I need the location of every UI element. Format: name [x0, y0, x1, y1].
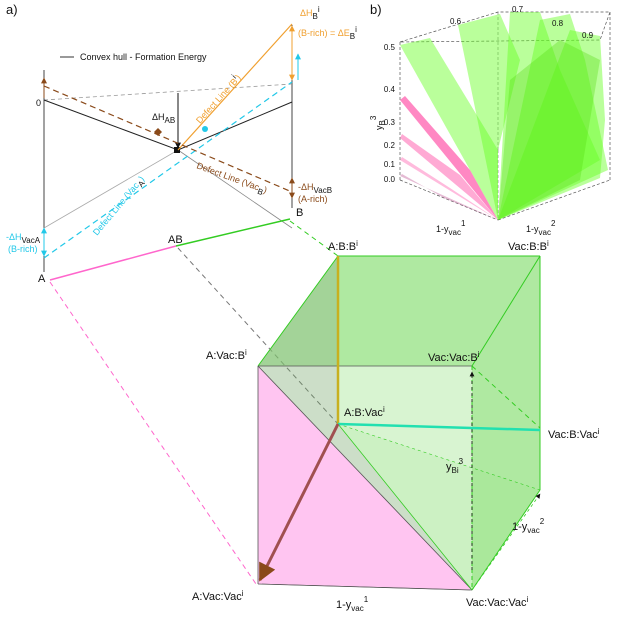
dh-vaca-label: -ΔHVacA: [6, 232, 41, 245]
projection-green-right: [471, 365, 541, 429]
delta-h-ab-label: ΔHAB: [152, 112, 175, 125]
reference-zero-line: [43, 83, 293, 101]
vertex-vacb-vac: Vac:B:Vaci: [548, 427, 600, 441]
tick-top-1: 0.7: [512, 5, 524, 14]
panel-b-xlabel1: 1-yvac1: [436, 219, 466, 237]
tick-left-0: 0.5: [384, 43, 396, 52]
cube-axis-x1-label: 1-yvac1: [336, 595, 369, 613]
defect-line-vaca: [43, 81, 293, 259]
panel-b-label: b): [370, 2, 382, 17]
defect-line-bi-label: Defect Line (Bi): [192, 71, 243, 126]
green-sheet-2: [458, 14, 520, 220]
dh-bi-rich-label: (B-rich) = ΔEBi: [298, 25, 357, 41]
vertex-ab-vac: A:B:Vaci: [344, 405, 385, 419]
vertex-avac-bi: A:Vac:Bi: [206, 348, 247, 362]
green-sheet-5: [498, 30, 605, 220]
edge-top-left: [257, 255, 339, 367]
pink-sheet-4: [400, 174, 498, 220]
panel-b-xlabel2: 1-yvac2: [526, 219, 556, 237]
green-sheet-4: [498, 14, 608, 220]
composition-cube: A:B:Bi Vac:B:Bi A:Vac:Bi Vac:Vac:Bi A:B:…: [192, 239, 600, 613]
legend-text: Convex hull - Formation Energy: [80, 52, 207, 62]
endpoint-b-label: B: [296, 207, 303, 219]
dh-vacb-rich-label: (A-rich): [298, 194, 328, 204]
edge-inner-diagonal: [337, 423, 473, 591]
cube-x1-line: [261, 583, 471, 591]
tick-left-1: 0.4: [384, 85, 396, 94]
composition-axis-green: [175, 218, 291, 247]
pink-sheet-3: [400, 157, 498, 220]
grey-line-left: [43, 149, 179, 229]
panel-b-ylabel: yB3: [369, 115, 387, 130]
ab-point: [174, 147, 180, 153]
tick-left-5: 0.0: [384, 175, 396, 184]
projection-pink: [49, 281, 257, 585]
dh-vacb-label: -ΔHVacB: [298, 182, 332, 195]
green-sheet-1: [400, 38, 498, 220]
edge-brown-diagonal: [258, 423, 340, 582]
vaca-point: [202, 126, 208, 132]
tick-top-3: 0.9: [582, 31, 594, 40]
zero-tick-label: 0: [36, 98, 41, 108]
vertex-vacb-bi: Vac:B:Bi: [508, 239, 549, 253]
tick-left-4: 0.1: [384, 160, 396, 169]
convex-hull-line: [43, 99, 293, 151]
cube-axis-x2-label: 1-yvac2: [512, 517, 545, 535]
panel-b-top-face: [399, 11, 611, 43]
defect-line-bi: [177, 23, 293, 151]
cube-face-right: [472, 256, 540, 590]
cube-face-top: [258, 256, 540, 366]
projection-green-top: [289, 220, 339, 257]
tick-top-0: 0.6: [450, 17, 462, 26]
edge-top-right: [471, 255, 541, 367]
cube-face-green-lower: [338, 424, 540, 590]
edge-teal-horizontal: [337, 422, 541, 432]
vertex-vacvac-bi: Vac:Vac:Bi: [428, 350, 480, 364]
tick-left-3: 0.2: [384, 141, 396, 150]
projection-grey: [177, 247, 339, 425]
tick-top-2: 0.8: [552, 19, 564, 28]
dh-bi-label: ΔHBi: [300, 5, 320, 21]
cube-axis-y-label: yBi3: [446, 457, 464, 475]
defect-line-vacb: [43, 85, 293, 193]
green-sheet-6: [498, 40, 600, 220]
cube-face-back: [338, 256, 540, 490]
tick-left-2: 0.3: [384, 118, 396, 127]
pink-sheet-1: [400, 96, 498, 220]
vacb-point: [154, 128, 162, 136]
grey-line-right: [177, 149, 293, 229]
edge-diagonal: [257, 365, 473, 591]
dh-vaca-rich-label: (B-rich): [8, 244, 38, 254]
cube-x2-arrow: [471, 493, 541, 591]
vertex-vacvac-vac: Vac:Vac:Vaci: [466, 595, 529, 609]
cube-face-diagonal: [258, 256, 472, 590]
green-sheet-3: [498, 12, 600, 220]
vertex-ab-bi: A:B:Bi: [328, 239, 358, 253]
composition-axis-pink: [49, 245, 177, 281]
endpoint-ab-label: AB: [168, 234, 183, 246]
vertex-avac-vac: A:Vac:Vaci: [192, 589, 244, 603]
panel-b: b) 0.5 0.4 0.3 0.2 0.1 0.0 0.6 0.7 0.8 0…: [369, 2, 611, 237]
pink-sheet-2: [400, 134, 498, 220]
endpoint-a-label: A: [38, 273, 46, 285]
panel-a-label: a): [6, 2, 18, 17]
